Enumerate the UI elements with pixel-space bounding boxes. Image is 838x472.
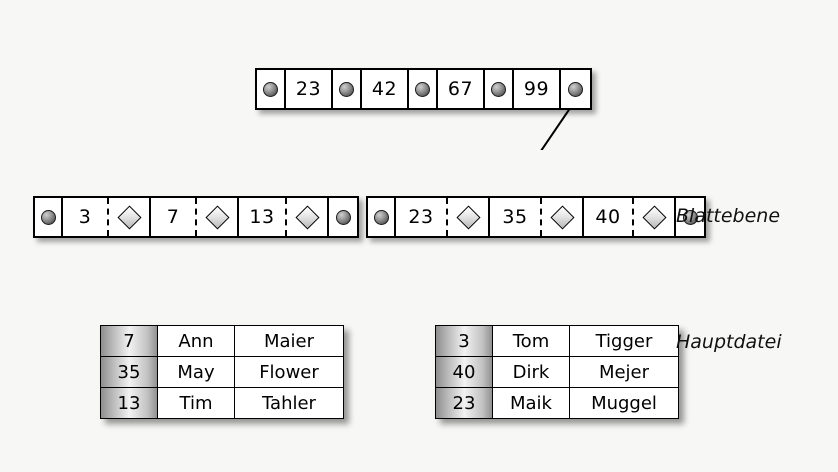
leaf-left-prev-pointer[interactable]: [35, 198, 63, 236]
root-pointer-0[interactable]: [257, 70, 286, 108]
main-file-table-right: 3 Tom Tigger 40 Dirk Mejer 23 Maik Mugge…: [435, 325, 679, 419]
row-first-name: Ann: [157, 325, 235, 357]
row-key: 35: [100, 356, 158, 388]
table-row[interactable]: 23 Maik Muggel: [435, 387, 679, 419]
main-file-table-left: 7 Ann Maier 35 May Flower 13 Tim Tahler: [100, 325, 344, 419]
record-pointer-diamond-icon: [294, 204, 320, 230]
leaf-node-left[interactable]: 3 7 13: [33, 196, 359, 238]
record-pointer-diamond-icon: [116, 204, 142, 230]
row-key: 40: [435, 356, 493, 388]
record-pointer-diamond-icon: [641, 204, 667, 230]
leaf-left-key-1: 7: [166, 206, 180, 228]
record-pointer-diamond-icon: [549, 204, 575, 230]
pointer-sphere-icon: [415, 81, 430, 97]
pointer-sphere-icon: [373, 209, 389, 225]
leaf-left-record-pointer-2[interactable]: [285, 198, 329, 236]
pointer-sphere-icon: [335, 209, 351, 225]
root-pointer-2[interactable]: [409, 70, 438, 108]
root-pointer-1[interactable]: [333, 70, 362, 108]
leaf-right-key-1: 35: [502, 206, 528, 228]
row-last-name: Muggel: [569, 387, 679, 419]
pointer-sphere-icon: [568, 81, 583, 97]
row-first-name: Tim: [157, 387, 235, 419]
pointer-sphere-icon: [339, 81, 354, 97]
row-key: 23: [435, 387, 493, 419]
root-key-3: 99: [514, 70, 561, 108]
leaf-right-key-0: 23: [408, 206, 434, 228]
table-row[interactable]: 35 May Flower: [100, 356, 344, 388]
leaf-right-record-pointer-2[interactable]: [632, 198, 676, 236]
caption-leaf-level: Blattebene: [676, 205, 781, 227]
leaf-left-key-0: 3: [78, 206, 92, 228]
leaf-right-key-2: 40: [595, 206, 621, 228]
root-pointer-4[interactable]: [561, 70, 590, 108]
leaf-right-record-pointer-0[interactable]: [446, 198, 490, 236]
row-key: 7: [100, 325, 158, 357]
leaf-node-right[interactable]: 23 35 40: [366, 196, 706, 238]
root-key-0: 23: [286, 70, 333, 108]
leaf-left-key-2: 13: [249, 206, 275, 228]
leaf-right-record-pointer-1[interactable]: [540, 198, 584, 236]
pointer-sphere-icon: [491, 81, 506, 97]
row-first-name: Tom: [492, 325, 570, 357]
root-pointer-3[interactable]: [485, 70, 514, 108]
row-last-name: Mejer: [569, 356, 679, 388]
leaf-right-prev-pointer[interactable]: [368, 198, 396, 236]
leaf-left-record-pointer-1[interactable]: [195, 198, 239, 236]
row-last-name: Tahler: [234, 387, 344, 419]
table-row[interactable]: 40 Dirk Mejer: [435, 356, 679, 388]
pointer-sphere-icon: [263, 81, 278, 97]
table-row[interactable]: 7 Ann Maier: [100, 325, 344, 357]
row-last-name: Maier: [234, 325, 344, 357]
record-pointer-diamond-icon: [455, 204, 481, 230]
row-last-name: Tigger: [569, 325, 679, 357]
row-key: 13: [100, 387, 158, 419]
row-key: 3: [435, 325, 493, 357]
table-row[interactable]: 13 Tim Tahler: [100, 387, 344, 419]
leaf-left-next-pointer[interactable]: [329, 198, 357, 236]
row-first-name: Dirk: [492, 356, 570, 388]
root-index-node[interactable]: 23 42 67 99: [255, 68, 592, 110]
root-key-2: 67: [438, 70, 485, 108]
row-first-name: Maik: [492, 387, 570, 419]
pointer-sphere-icon: [40, 209, 56, 225]
pointer-sphere-icon: [682, 209, 698, 225]
row-last-name: Flower: [234, 356, 344, 388]
leaf-left-record-pointer-0[interactable]: [107, 198, 151, 236]
row-first-name: May: [157, 356, 235, 388]
root-key-1: 42: [362, 70, 409, 108]
caption-main-file: Hauptdatei: [676, 331, 782, 353]
record-pointer-diamond-icon: [204, 204, 230, 230]
table-row[interactable]: 3 Tom Tigger: [435, 325, 679, 357]
leaf-right-next-pointer[interactable]: [676, 198, 704, 236]
